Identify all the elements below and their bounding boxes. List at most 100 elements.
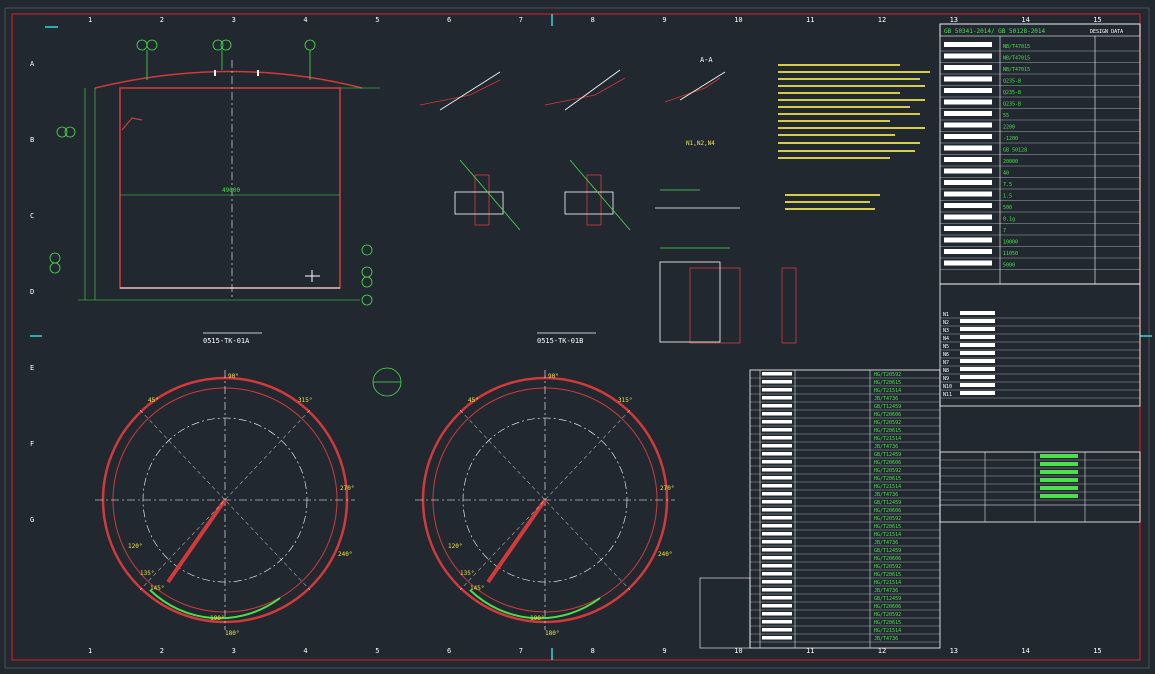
- part-std: HG/T20606: [874, 460, 901, 466]
- plan-view-a[interactable]: [95, 370, 355, 630]
- col-tick: 5: [375, 16, 379, 24]
- row-label-block: [944, 203, 992, 208]
- part-std: HG/T20615: [874, 428, 901, 434]
- part-std: HG/T21514: [874, 484, 901, 490]
- design-value: 7.5: [1003, 182, 1012, 188]
- part-std: HG/T20592: [874, 516, 901, 522]
- part-name-block: [762, 420, 792, 424]
- part-std: HG/T20615: [874, 620, 901, 626]
- part-std: HG/T20615: [874, 572, 901, 578]
- row-label-block: [944, 53, 992, 59]
- nozzle-desc-block: [960, 351, 995, 355]
- part-name-block: [762, 604, 792, 608]
- nozzle-id: N3: [943, 328, 949, 334]
- row-label-block: [944, 226, 992, 231]
- design-value: 55: [1003, 113, 1009, 119]
- row-label-block: [944, 122, 992, 128]
- part-std: HG/T20606: [874, 508, 901, 514]
- angle-label: 45°: [468, 397, 479, 404]
- design-value: 0.1g: [1003, 217, 1015, 223]
- row-tick: D: [30, 288, 34, 296]
- design-value: NB/T47015: [1003, 44, 1030, 50]
- parts-list-table[interactable]: [699, 369, 941, 649]
- col-tick: 4: [303, 647, 307, 655]
- angle-label: 190°: [530, 615, 544, 622]
- nozzle-table[interactable]: [939, 283, 1141, 407]
- part-std: HG/T21514: [874, 388, 901, 394]
- nozzle-id: N8: [943, 368, 949, 374]
- part-std: GB/T12459: [874, 404, 901, 410]
- nozzle-desc-block: [960, 327, 995, 331]
- design-value: 7: [1003, 228, 1006, 234]
- part-std: HG/T20592: [874, 564, 901, 570]
- col-tick: 12: [878, 16, 886, 24]
- row-label-block: [944, 237, 992, 243]
- plan-b-tag: 0515-TK-01B: [537, 337, 583, 345]
- part-std: HG/T21514: [874, 436, 901, 442]
- design-value: 40: [1003, 171, 1009, 177]
- part-std: JB/T4736: [874, 492, 898, 498]
- revision-block: [1040, 486, 1078, 490]
- part-name-block: [762, 460, 792, 464]
- part-name-block: [762, 484, 792, 488]
- part-name-block: [762, 564, 792, 568]
- plan-view-b[interactable]: [415, 370, 675, 630]
- part-std: JB/T4736: [874, 540, 898, 546]
- part-name-block: [762, 628, 792, 632]
- part-std: HG/T20592: [874, 372, 901, 378]
- nozzle-desc-block: [960, 359, 995, 363]
- part-std: HG/T20615: [874, 476, 901, 482]
- column-ticks-top: 12345678910111213141516: [88, 16, 1102, 24]
- part-name-block: [762, 620, 792, 624]
- col-tick: 8: [591, 16, 595, 24]
- row-label-block: [944, 145, 992, 151]
- angle-label: 90°: [548, 373, 559, 380]
- col-tick: 12: [878, 647, 886, 655]
- design-data-rows: NB/T47015NB/T47015NB/T47015Q235-BQ235-BQ…: [940, 42, 1140, 270]
- part-name-block: [762, 540, 792, 544]
- angle-label: 270°: [340, 485, 354, 492]
- nozzle-id: N2: [943, 320, 949, 326]
- design-value: 2200: [1003, 125, 1015, 131]
- plan-angle-labels: 45°45°315°315°90°90°270°270°120°120°240°…: [128, 373, 674, 637]
- angle-label: 270°: [660, 485, 674, 492]
- row-label-block: [944, 99, 992, 105]
- part-name-block: [762, 388, 792, 392]
- part-std: GB/T12459: [874, 452, 901, 458]
- row-tick: C: [30, 212, 34, 220]
- angle-label: 240°: [658, 551, 672, 558]
- part-std: GB/T12459: [874, 596, 901, 602]
- row-tick: E: [30, 364, 34, 372]
- row-label-block: [944, 65, 992, 70]
- design-data-table[interactable]: [939, 23, 1141, 285]
- part-std: HG/T20592: [874, 420, 901, 426]
- col-tick: 15: [1093, 16, 1101, 24]
- part-name-block: [762, 452, 792, 456]
- part-name-block: [762, 428, 792, 432]
- row-label-block: [944, 111, 992, 116]
- row-tick: A: [30, 60, 35, 68]
- part-std: JB/T4736: [874, 396, 898, 402]
- design-value: Q235-B: [1003, 102, 1021, 108]
- detail-views[interactable]: [419, 69, 797, 344]
- angle-label: 135°: [140, 570, 154, 577]
- part-std: GB/T12459: [874, 500, 901, 506]
- part-std: HG/T20606: [874, 604, 901, 610]
- col-tick: 6: [447, 647, 451, 655]
- part-std: HG/T20606: [874, 556, 901, 562]
- design-value: 20000: [1003, 159, 1018, 165]
- col-tick: 9: [662, 16, 666, 24]
- part-name-block: [762, 404, 792, 408]
- outer-border: [4, 7, 1150, 669]
- col-tick: 13: [950, 16, 958, 24]
- angle-label: 315°: [618, 397, 632, 404]
- part-name-block: [762, 588, 792, 592]
- north-arrow-icon: [372, 367, 402, 397]
- design-value: NB/T47015: [1003, 67, 1030, 73]
- nozzle-desc-block: [960, 335, 995, 339]
- col-tick: 6: [447, 16, 451, 24]
- revision-block: [1040, 494, 1078, 498]
- tank-elevation-view[interactable]: 49000: [49, 39, 380, 306]
